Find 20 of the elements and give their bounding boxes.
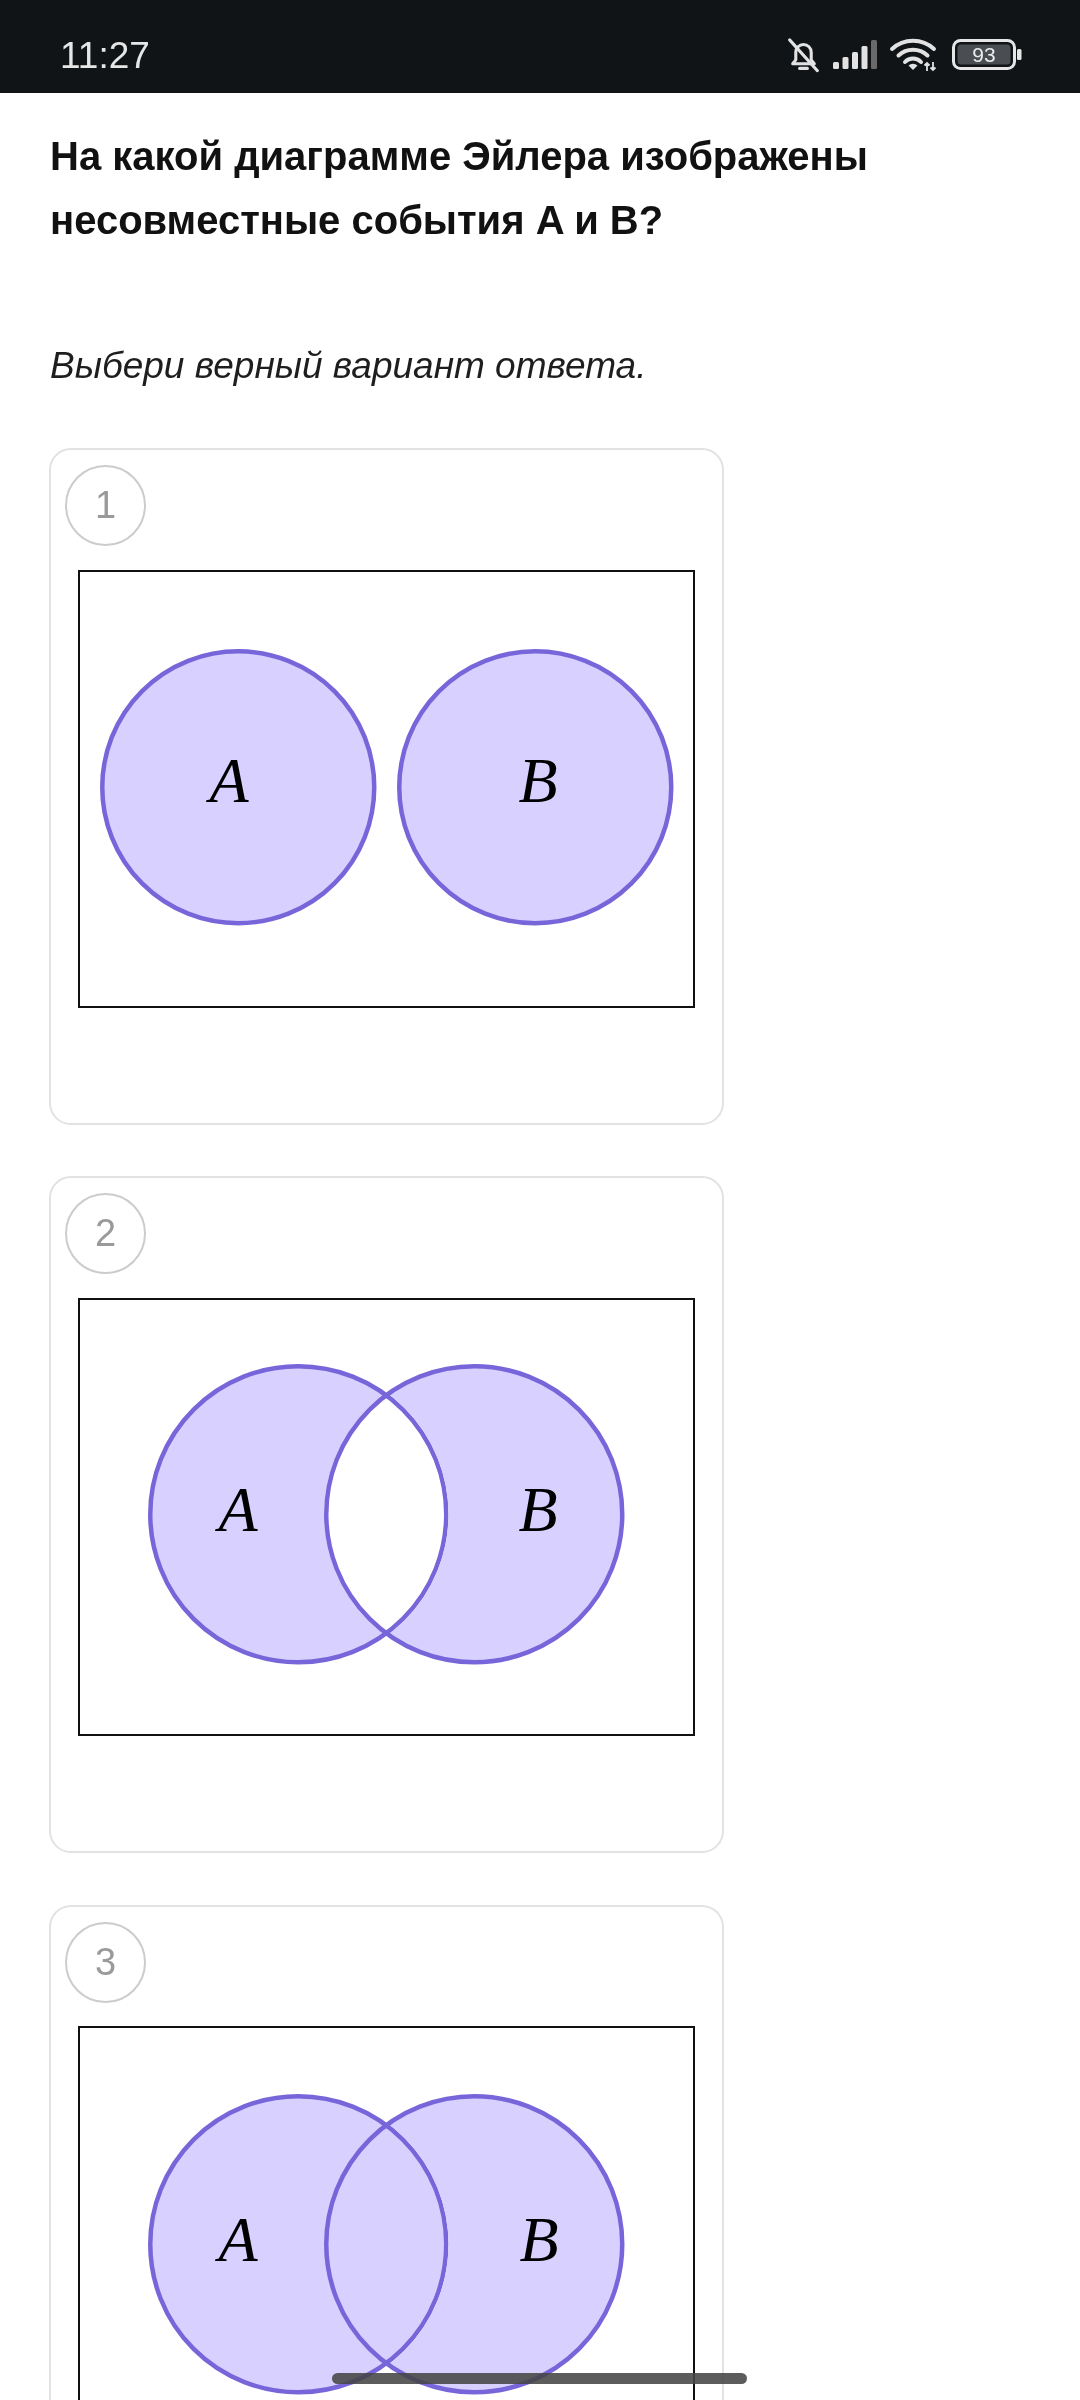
venn-circle xyxy=(323,1363,625,1665)
answer-card xyxy=(49,1905,724,2400)
set-label: B xyxy=(518,749,558,813)
sample-space-rectangle xyxy=(78,1298,695,1736)
question-title: На какой диаграмме Эйлера изображены несовместные события A и B? xyxy=(50,133,869,244)
instruction-text: Выбери верный вариант ответа. xyxy=(50,344,647,388)
battery-indicator: 93 xyxy=(952,39,1022,70)
set-label: B xyxy=(518,1478,558,1542)
venn-circle xyxy=(396,648,674,926)
set-label: B xyxy=(519,2208,559,2272)
sample-space-rectangle xyxy=(78,570,695,1008)
status-time: 11:27 xyxy=(60,36,150,76)
venn-circle xyxy=(323,2093,625,2395)
answer-card xyxy=(49,1176,724,1853)
sample-space-rectangle xyxy=(78,2026,695,2400)
answer-card xyxy=(49,448,724,1125)
option-number: 3 xyxy=(65,1922,146,2003)
venn-circle xyxy=(99,648,377,926)
option-number: 1 xyxy=(65,465,146,546)
option-number: 2 xyxy=(65,1193,146,1274)
